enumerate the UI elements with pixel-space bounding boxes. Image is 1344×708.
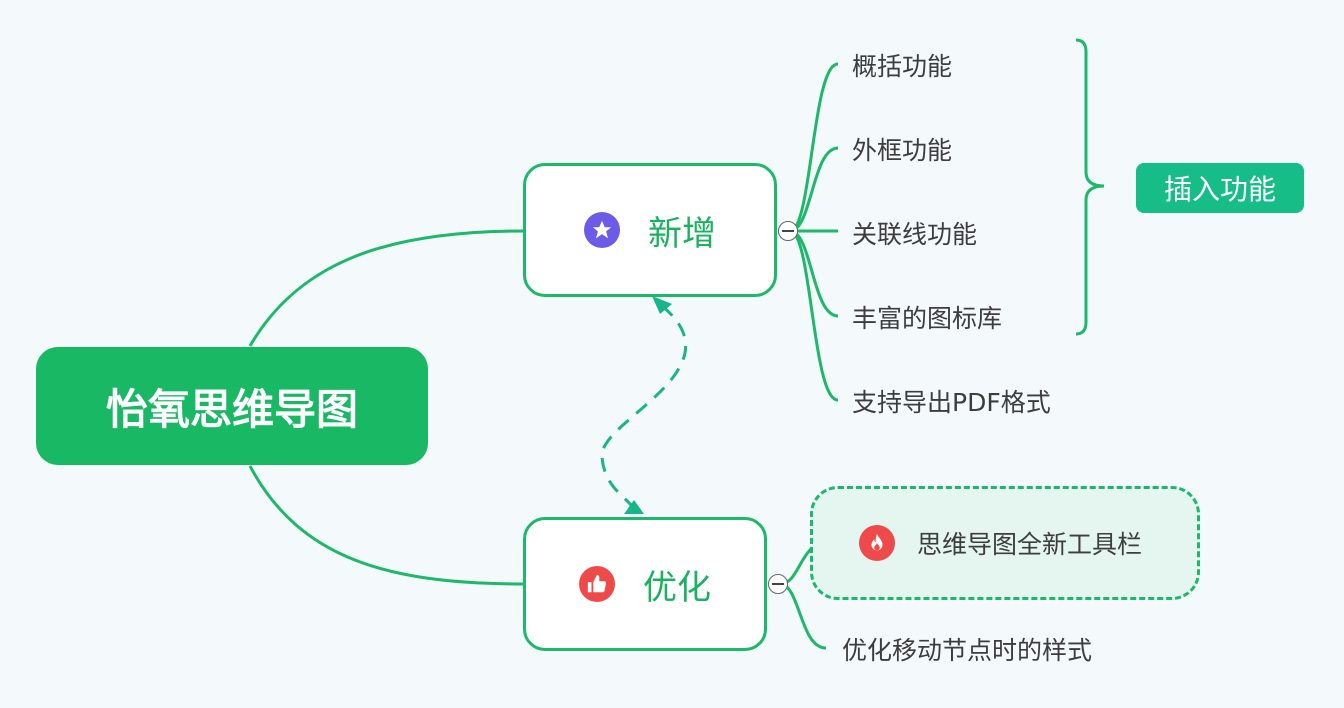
- leaf-topic: 思维导图全新工具栏: [917, 530, 1143, 559]
- link-youhua-child-2: [779, 582, 827, 650]
- summary-brace: [1075, 38, 1105, 336]
- summary-label: 插入功能: [1163, 173, 1276, 206]
- link-root-to-xinzeng: [248, 229, 525, 347]
- collapse-xinzeng-button[interactable]: [778, 221, 798, 241]
- relation-line: [600, 304, 688, 511]
- highlighted-topic-boundary[interactable]: 思维导图全新工具栏: [810, 486, 1200, 600]
- leaf-topic[interactable]: 概括功能: [852, 52, 953, 81]
- collapse-youhua-button[interactable]: [768, 574, 788, 594]
- link-xinzeng-child-5: [789, 229, 839, 402]
- leaf-topic[interactable]: 优化移动节点时的样式: [842, 636, 1093, 665]
- leaf-topic[interactable]: 支持导出PDF格式: [852, 388, 1051, 417]
- link-xinzeng-child-2: [789, 146, 839, 233]
- link-xinzeng-child-4: [789, 229, 839, 318]
- root-topic[interactable]: 怡氧思维导图: [36, 347, 428, 465]
- leaf-topic[interactable]: 关联线功能: [852, 220, 978, 249]
- link-root-to-youhua: [248, 465, 525, 586]
- branch-youhua-label: 优化: [643, 567, 711, 608]
- leaf-topic[interactable]: 丰富的图标库: [852, 304, 1003, 333]
- leaf-topic[interactable]: 外框功能: [852, 136, 953, 165]
- branch-xinzeng[interactable]: 新增: [523, 163, 777, 297]
- relation-arrow-top: [652, 296, 672, 314]
- summary-topic[interactable]: 插入功能: [1136, 163, 1304, 213]
- fire-icon: [859, 525, 895, 561]
- branch-youhua[interactable]: 优化: [523, 517, 767, 651]
- star-icon: [584, 212, 620, 248]
- relation-arrow-bottom: [624, 500, 644, 514]
- root-topic-label: 怡氧思维导图: [105, 384, 358, 434]
- branch-xinzeng-label: 新增: [648, 213, 716, 254]
- link-xinzeng-child-1: [789, 62, 839, 233]
- thumbs-up-icon: [579, 566, 615, 602]
